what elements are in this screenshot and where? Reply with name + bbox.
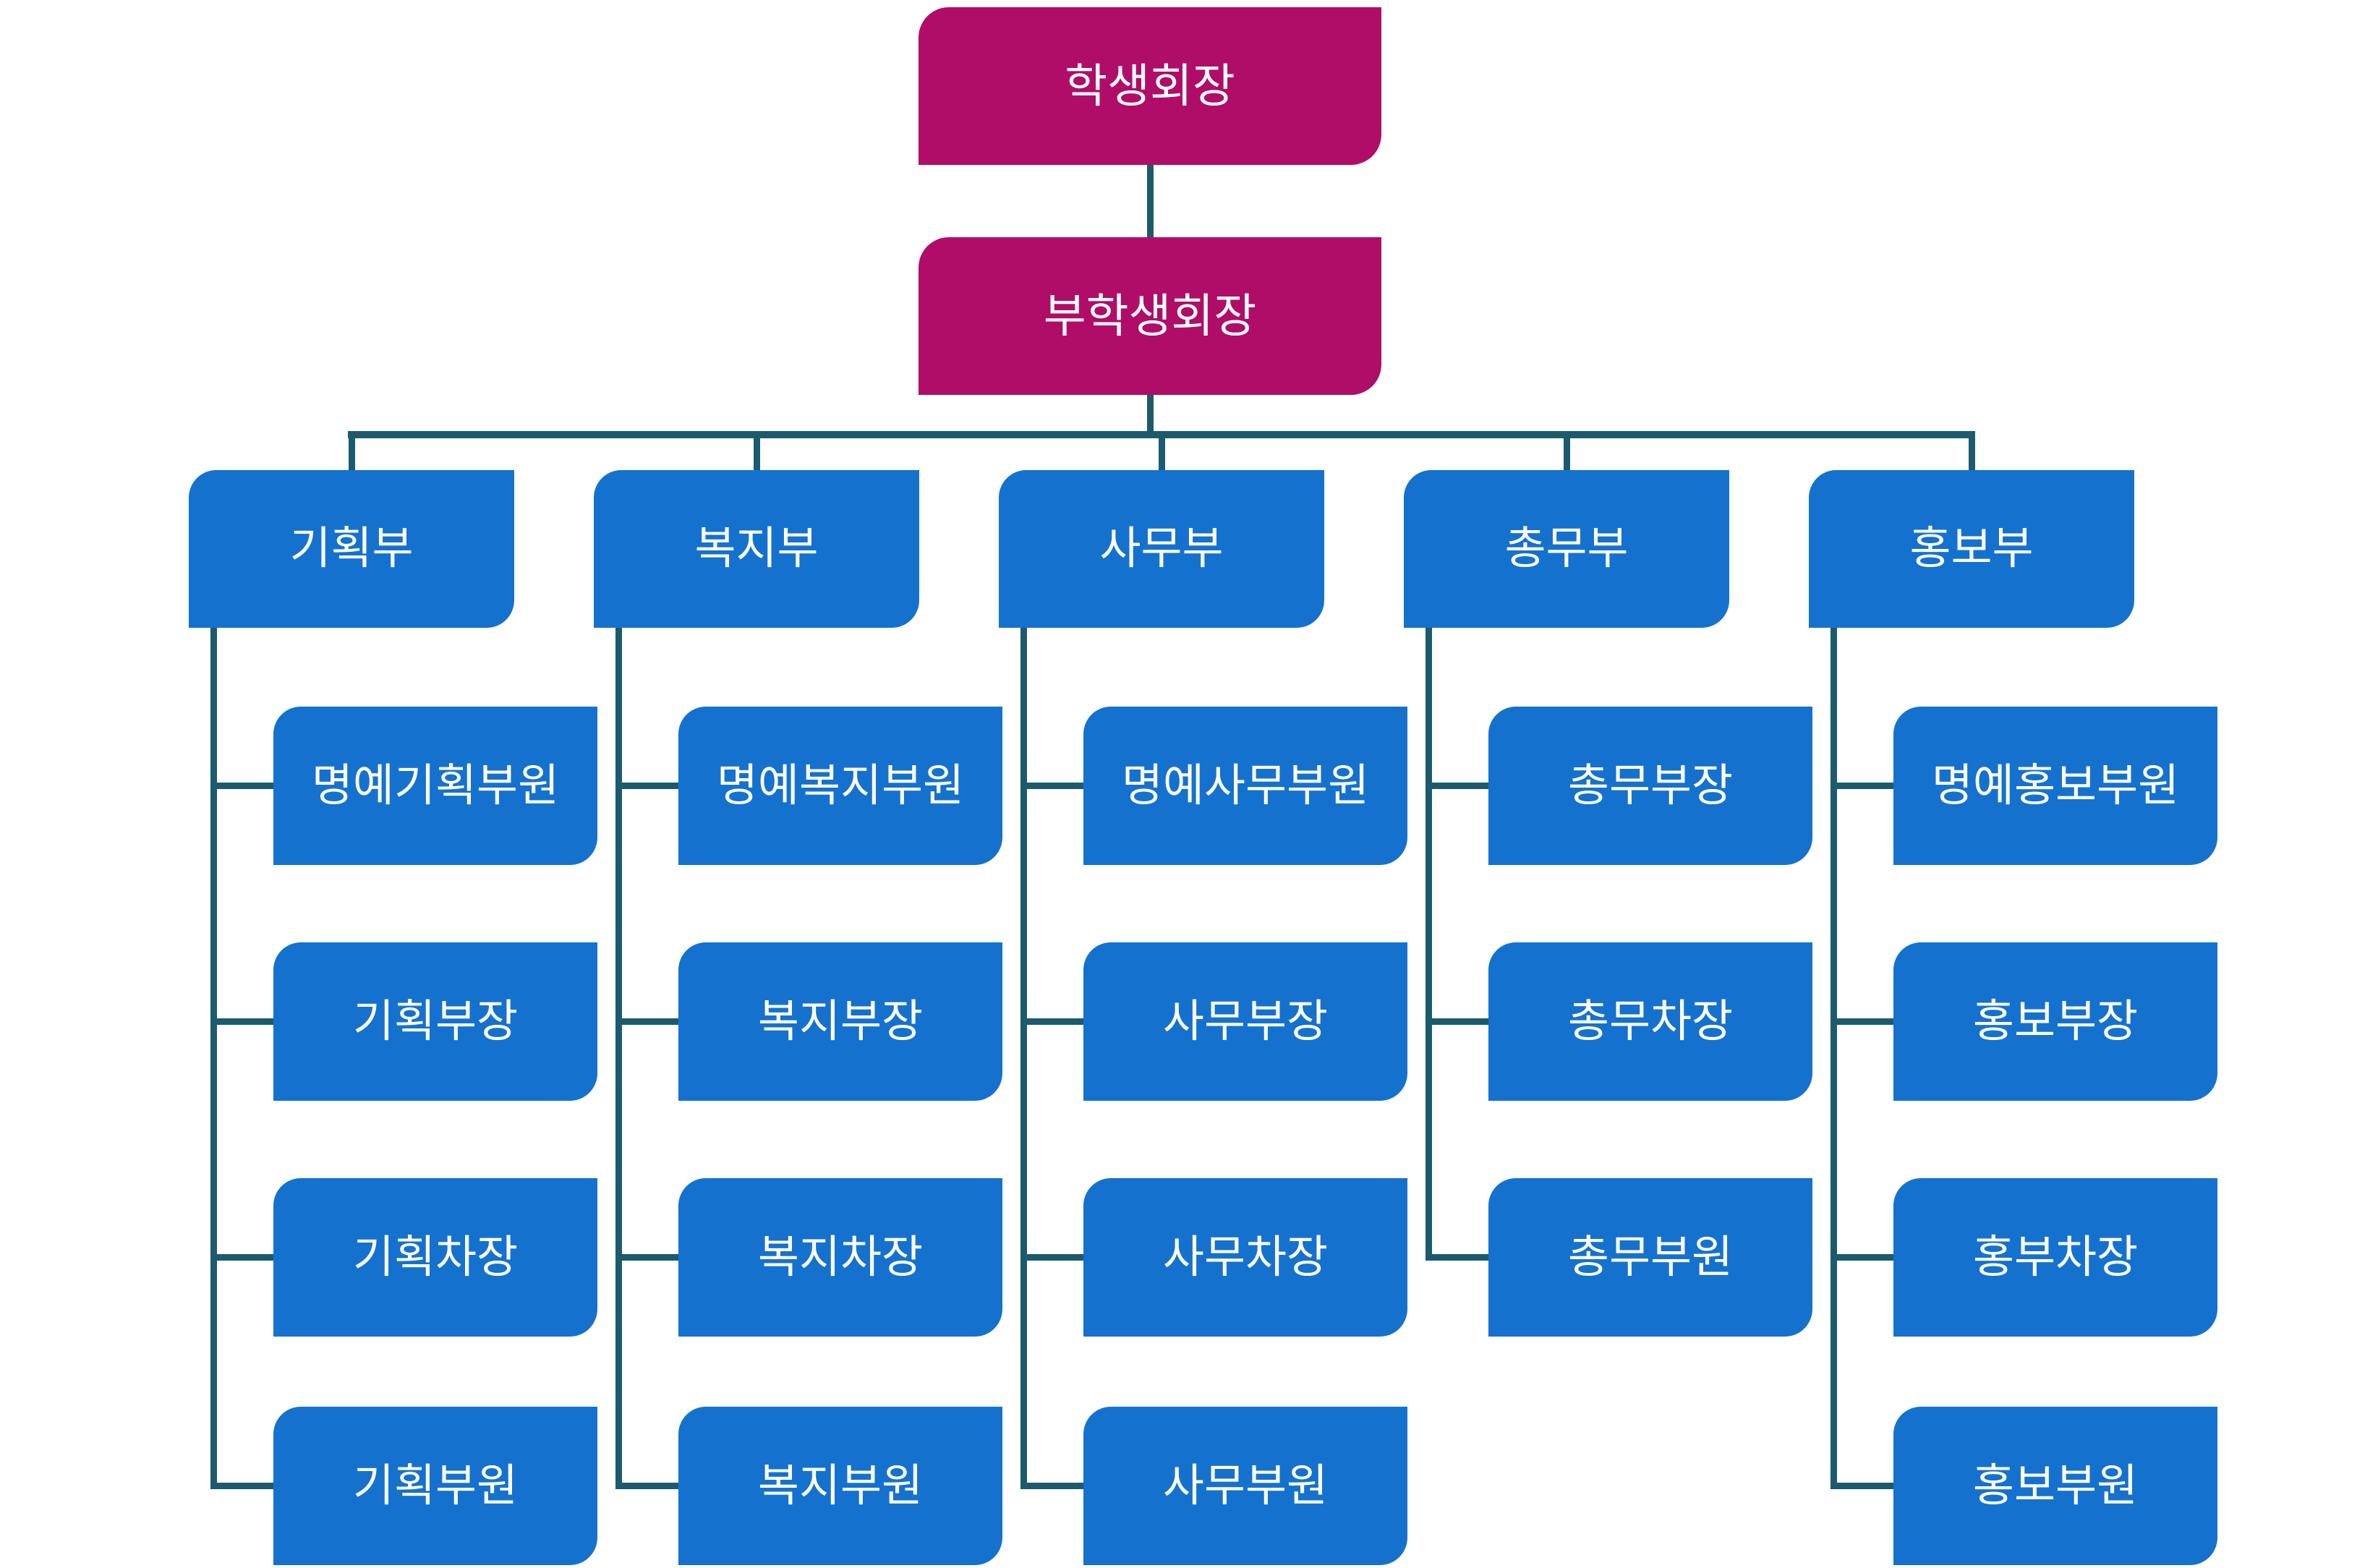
stub-d2-r2 [615, 1018, 678, 1025]
node-general-affairs-member: 총무부원 [1488, 1178, 1812, 1337]
spine-dept4 [1425, 628, 1432, 1261]
stub-d5-r1 [1831, 783, 1893, 789]
node-dept-general-affairs: 총무부 [1404, 470, 1729, 628]
stub-d1-r3 [210, 1254, 273, 1261]
node-pr-honorary-member: 명예홍보부원 [1893, 707, 2217, 865]
node-administration-head: 사무부장 [1083, 942, 1407, 1101]
node-pr-deputy-head: 홍부차장 [1893, 1178, 2217, 1337]
node-pr-member: 홍보부원 [1893, 1407, 2217, 1565]
node-dept-administration: 사무부 [999, 470, 1324, 628]
node-administration-honorary-member: 명예사무부원 [1083, 707, 1407, 865]
node-welfare-member: 복지부원 [678, 1407, 1002, 1565]
node-administration-member: 사무부원 [1083, 1407, 1407, 1565]
node-vice-president: 부학생회장 [919, 237, 1381, 395]
spine-dept2 [615, 628, 622, 1489]
node-pr-head: 홍보부장 [1893, 942, 2217, 1101]
node-dept-welfare: 복지부 [594, 470, 919, 628]
stub-d2-r4 [615, 1483, 678, 1489]
stub-d4-r2 [1425, 1018, 1488, 1025]
connector-drop-dept4 [1564, 437, 1570, 470]
spine-dept1 [210, 628, 217, 1489]
connector-vp-trunk [1147, 395, 1154, 433]
node-general-affairs-head: 총무부장 [1488, 707, 1812, 865]
node-planning-honorary-member: 명예기획부원 [273, 707, 597, 865]
stub-d2-r3 [615, 1254, 678, 1261]
node-planning-deputy-head: 기획차장 [273, 1178, 597, 1337]
node-welfare-head: 복지부장 [678, 942, 1002, 1101]
spine-dept3 [1020, 628, 1027, 1489]
stub-d3-r3 [1020, 1254, 1083, 1261]
spine-dept5 [1831, 628, 1837, 1489]
stub-d3-r4 [1020, 1483, 1083, 1489]
stub-d1-r1 [210, 783, 273, 789]
connector-drop-dept1 [349, 437, 355, 470]
stub-d5-r2 [1831, 1018, 1893, 1025]
node-dept-public-relations: 홍보부 [1809, 470, 2134, 628]
connector-drop-dept5 [1969, 437, 1975, 470]
connector-horizontal-rail [348, 431, 1975, 438]
stub-d4-r1 [1425, 783, 1488, 789]
node-welfare-honorary-member: 명예복지부원 [678, 707, 1002, 865]
stub-d1-r4 [210, 1483, 273, 1489]
node-planning-head: 기획부장 [273, 942, 597, 1101]
node-welfare-deputy-head: 복지차장 [678, 1178, 1002, 1337]
stub-d4-r3 [1425, 1254, 1488, 1261]
stub-d2-r1 [615, 783, 678, 789]
stub-d5-r4 [1831, 1483, 1893, 1489]
node-general-affairs-deputy-head: 총무차장 [1488, 942, 1812, 1101]
node-planning-member: 기획부원 [273, 1407, 597, 1565]
stub-d1-r2 [210, 1018, 273, 1025]
connector-president-vp [1147, 165, 1154, 237]
node-dept-planning: 기획부 [189, 470, 514, 628]
stub-d3-r1 [1020, 783, 1083, 789]
stub-d5-r3 [1831, 1254, 1893, 1261]
node-president: 학생회장 [919, 7, 1381, 165]
connector-drop-dept2 [754, 437, 760, 470]
connector-drop-dept3 [1159, 437, 1165, 470]
node-administration-deputy-head: 사무차장 [1083, 1178, 1407, 1337]
stub-d3-r2 [1020, 1018, 1083, 1025]
